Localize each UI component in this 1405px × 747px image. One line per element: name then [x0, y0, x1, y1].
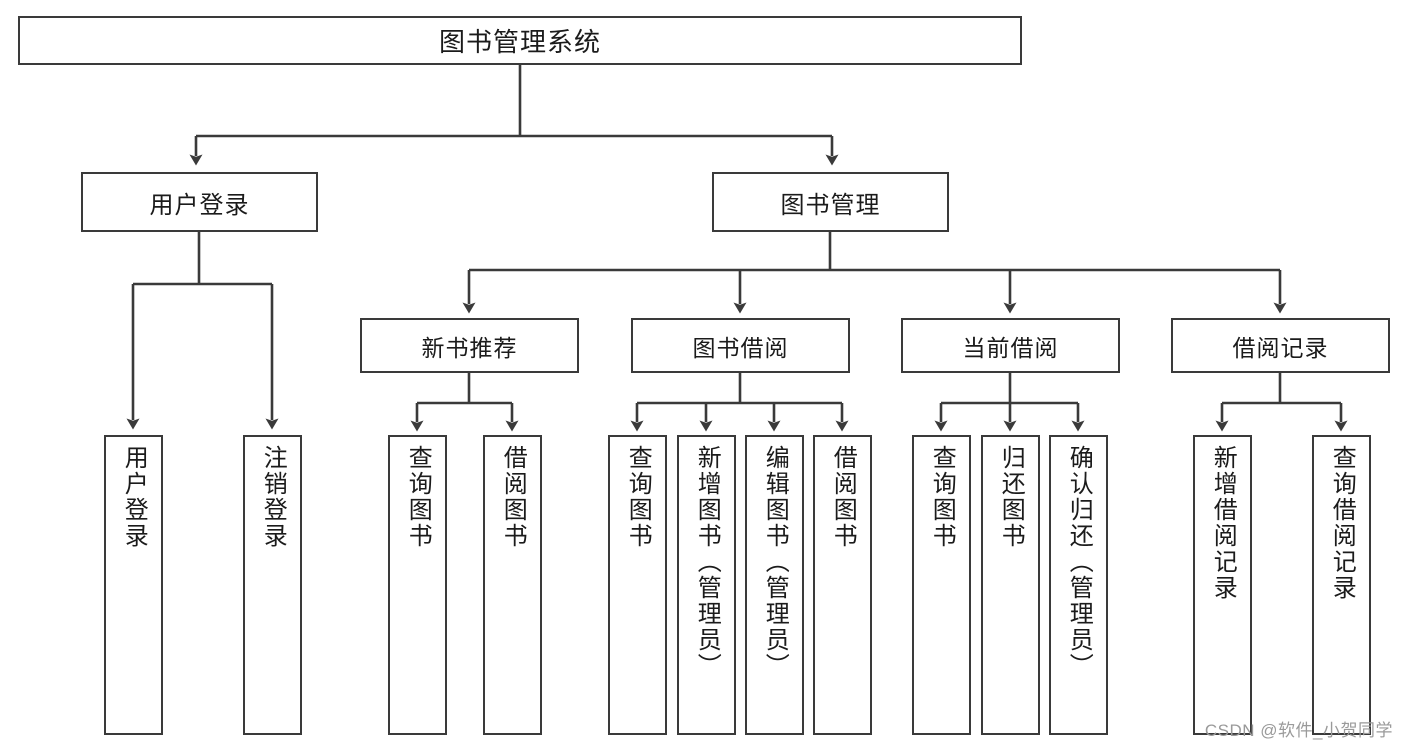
- node-new-book-recommend-label: 新书推荐: [421, 334, 518, 361]
- node-book-management[interactable]: 图书管理: [712, 172, 949, 232]
- node-borrow-record[interactable]: 借阅记录: [1171, 318, 1390, 373]
- leaf-current-borrow-confirm-return[interactable]: 确认归还（管理员）: [1049, 435, 1108, 735]
- leaf-borrow-record-add-label: 新增借阅记录: [1209, 445, 1237, 601]
- leaf-book-borrow-add-label: 新增图书（管理员）: [693, 445, 721, 679]
- node-book-management-label: 图书管理: [780, 191, 881, 219]
- node-user-login[interactable]: 用户登录: [81, 172, 318, 232]
- leaf-new-book-query-label: 查询图书: [404, 445, 432, 549]
- leaf-book-borrow-add[interactable]: 新增图书（管理员）: [677, 435, 736, 735]
- leaf-book-borrow-edit[interactable]: 编辑图书（管理员）: [745, 435, 804, 735]
- leaf-new-book-borrow[interactable]: 借阅图书: [483, 435, 542, 735]
- leaf-book-borrow-lend-label: 借阅图书: [829, 445, 857, 549]
- node-book-borrow[interactable]: 图书借阅: [631, 318, 850, 373]
- leaf-current-borrow-return[interactable]: 归还图书: [981, 435, 1040, 735]
- leaf-book-borrow-lend[interactable]: 借阅图书: [813, 435, 872, 735]
- leaf-borrow-record-add[interactable]: 新增借阅记录: [1193, 435, 1252, 735]
- leaf-current-borrow-query-label: 查询图书: [928, 445, 956, 549]
- leaf-current-borrow-confirm-return-label: 确认归还（管理员）: [1065, 445, 1093, 679]
- leaf-book-borrow-query[interactable]: 查询图书: [608, 435, 667, 735]
- node-current-borrow[interactable]: 当前借阅: [901, 318, 1120, 373]
- leaf-user-login-signin[interactable]: 用户登录: [104, 435, 163, 735]
- node-borrow-record-label: 借阅记录: [1232, 334, 1329, 361]
- leaf-book-borrow-query-label: 查询图书: [624, 445, 652, 549]
- leaf-book-borrow-edit-label: 编辑图书（管理员）: [761, 445, 789, 679]
- leaf-user-login-signout[interactable]: 注销登录: [243, 435, 302, 735]
- leaf-current-borrow-return-label: 归还图书: [997, 445, 1025, 549]
- leaf-current-borrow-query[interactable]: 查询图书: [912, 435, 971, 735]
- node-root[interactable]: 图书管理系统: [18, 16, 1022, 65]
- leaf-new-book-query[interactable]: 查询图书: [388, 435, 447, 735]
- node-root-label: 图书管理系统: [438, 27, 601, 57]
- leaf-user-login-signin-label: 用户登录: [120, 445, 148, 549]
- node-user-login-label: 用户登录: [149, 191, 250, 219]
- node-book-borrow-label: 图书借阅: [692, 334, 789, 361]
- node-new-book-recommend[interactable]: 新书推荐: [360, 318, 579, 373]
- leaf-user-login-signout-label: 注销登录: [259, 445, 287, 549]
- leaf-borrow-record-query[interactable]: 查询借阅记录: [1312, 435, 1371, 735]
- watermark: CSDN @软件_小贺同学: [1204, 721, 1393, 740]
- node-current-borrow-label: 当前借阅: [962, 334, 1059, 361]
- leaf-borrow-record-query-label: 查询借阅记录: [1328, 445, 1356, 601]
- leaf-new-book-borrow-label: 借阅图书: [499, 445, 527, 549]
